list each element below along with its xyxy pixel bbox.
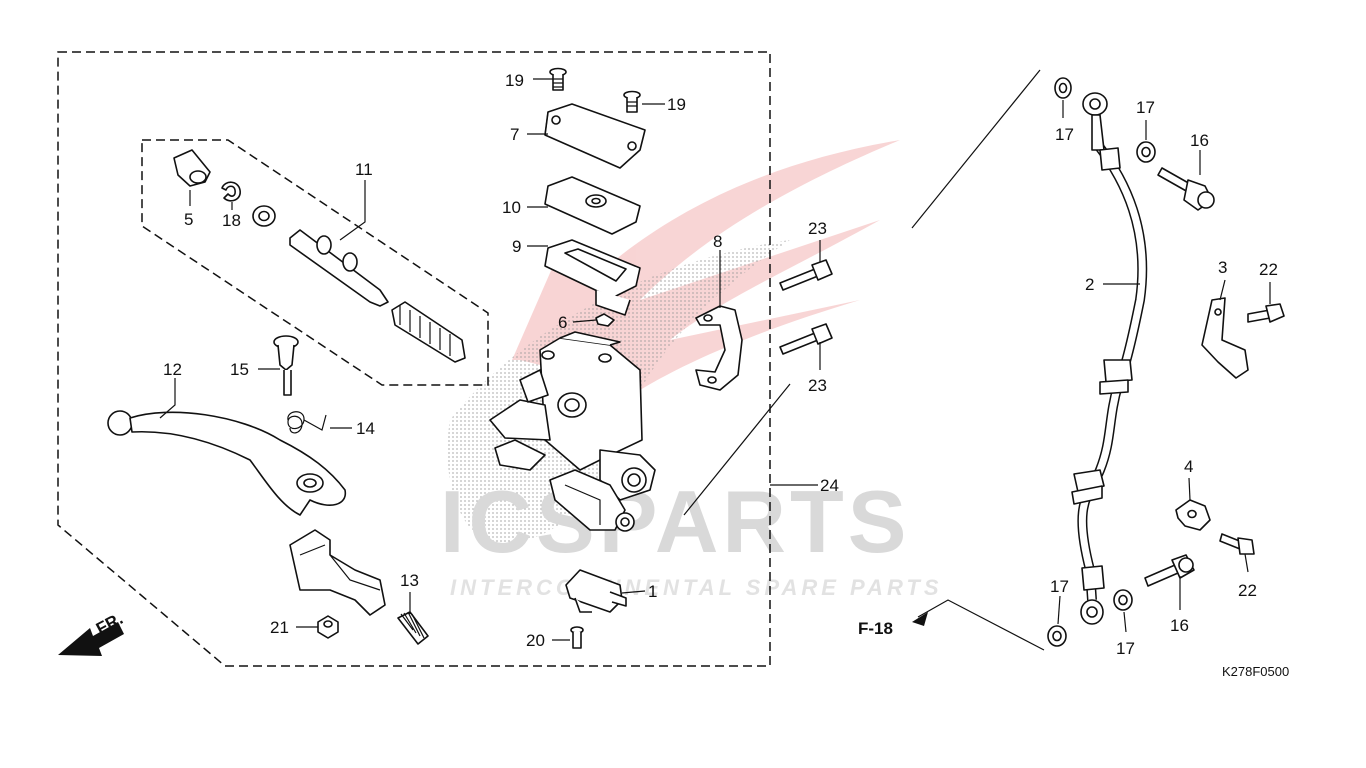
reservoir-cap-7	[544, 103, 646, 169]
callout-2: 2	[1085, 275, 1094, 294]
screw-19-top	[549, 67, 567, 91]
callout-6: 6	[558, 313, 567, 332]
callout-17-bottom-left: 17	[1050, 577, 1069, 596]
stop-switch-1	[565, 569, 627, 613]
ref-arrow-head	[912, 612, 928, 626]
leader-lines	[159, 69, 1271, 651]
diaphragm-9	[544, 239, 641, 316]
callout-22-lower: 22	[1238, 581, 1257, 600]
hose-clamp-4	[1175, 499, 1211, 531]
washer-17-bottom-right	[1113, 589, 1133, 611]
callout-9: 9	[512, 237, 521, 256]
callout-1: 1	[648, 582, 657, 601]
diaphragm-plate-10	[544, 176, 641, 235]
hose-clamp-3	[1201, 297, 1249, 379]
callout-18: 18	[222, 211, 241, 230]
bolt-22-lower	[1219, 533, 1255, 555]
brake-hose-2	[1071, 92, 1148, 625]
callout-4: 4	[1184, 457, 1193, 476]
callout-23-lower: 23	[808, 376, 827, 395]
callout-3: 3	[1218, 258, 1227, 277]
piston-kit-11	[252, 205, 466, 363]
bolt-23-lower	[779, 323, 833, 355]
holder-8	[695, 305, 743, 391]
callout-7: 7	[510, 125, 519, 144]
callout-10: 10	[502, 198, 521, 217]
callout-23-upper: 23	[808, 219, 827, 238]
callout-20: 20	[526, 631, 545, 650]
callout-22-upper: 22	[1259, 260, 1278, 279]
watermark-tagline: INTERCONTINENTAL SPARE PARTS	[450, 575, 943, 600]
assembly-24-boundary	[57, 51, 771, 667]
watermark-brand: ICSPARTS	[440, 472, 910, 571]
diagram-code: K278F0500	[1222, 664, 1289, 679]
washer-17-top-right	[1136, 141, 1156, 163]
callout-14: 14	[356, 419, 375, 438]
circlip-18	[221, 181, 241, 202]
callout-17-top-right: 17	[1136, 98, 1155, 117]
reference-label: F-18	[858, 619, 893, 638]
master-cylinder-24	[489, 331, 656, 532]
callout-12: 12	[163, 360, 182, 379]
screw-19-right	[623, 90, 641, 113]
callout-8: 8	[713, 232, 722, 251]
callout-13: 13	[400, 571, 419, 590]
bolt-23-upper	[779, 259, 833, 291]
callout-labels: 19 19 7 10 9 6 8 23 23 1 20 5 18 11 12 1…	[163, 71, 1278, 658]
lever-bracket	[289, 529, 386, 616]
front-direction-arrow	[58, 622, 124, 656]
banjo-bolt-16-lower	[1144, 554, 1195, 587]
washer-17-top-left	[1054, 77, 1072, 99]
callout-15: 15	[230, 360, 249, 379]
callout-21: 21	[270, 618, 289, 637]
callout-17-top-left: 17	[1055, 125, 1074, 144]
piston-kit-11-boundary	[141, 139, 489, 386]
callout-19-top: 19	[505, 71, 524, 90]
callout-16-upper: 16	[1190, 131, 1209, 150]
washer-17-bottom-left	[1047, 625, 1067, 647]
spring-13	[397, 611, 429, 645]
callout-19-right: 19	[667, 95, 686, 114]
callout-5: 5	[184, 210, 193, 229]
clip-6	[595, 313, 615, 327]
callout-16-lower: 16	[1170, 616, 1189, 635]
lever-spring-14	[287, 411, 327, 434]
callout-11: 11	[355, 160, 373, 179]
callout-24: 24	[820, 476, 839, 495]
callout-17-bottom-right: 17	[1116, 639, 1135, 658]
pivot-bolt-15	[273, 335, 299, 396]
screw-20	[570, 626, 584, 649]
nut-21	[317, 615, 339, 639]
bolt-22-upper	[1247, 303, 1285, 323]
boot-5	[173, 149, 211, 187]
brake-lever-12	[107, 410, 346, 516]
banjo-bolt-16-upper	[1157, 167, 1215, 211]
